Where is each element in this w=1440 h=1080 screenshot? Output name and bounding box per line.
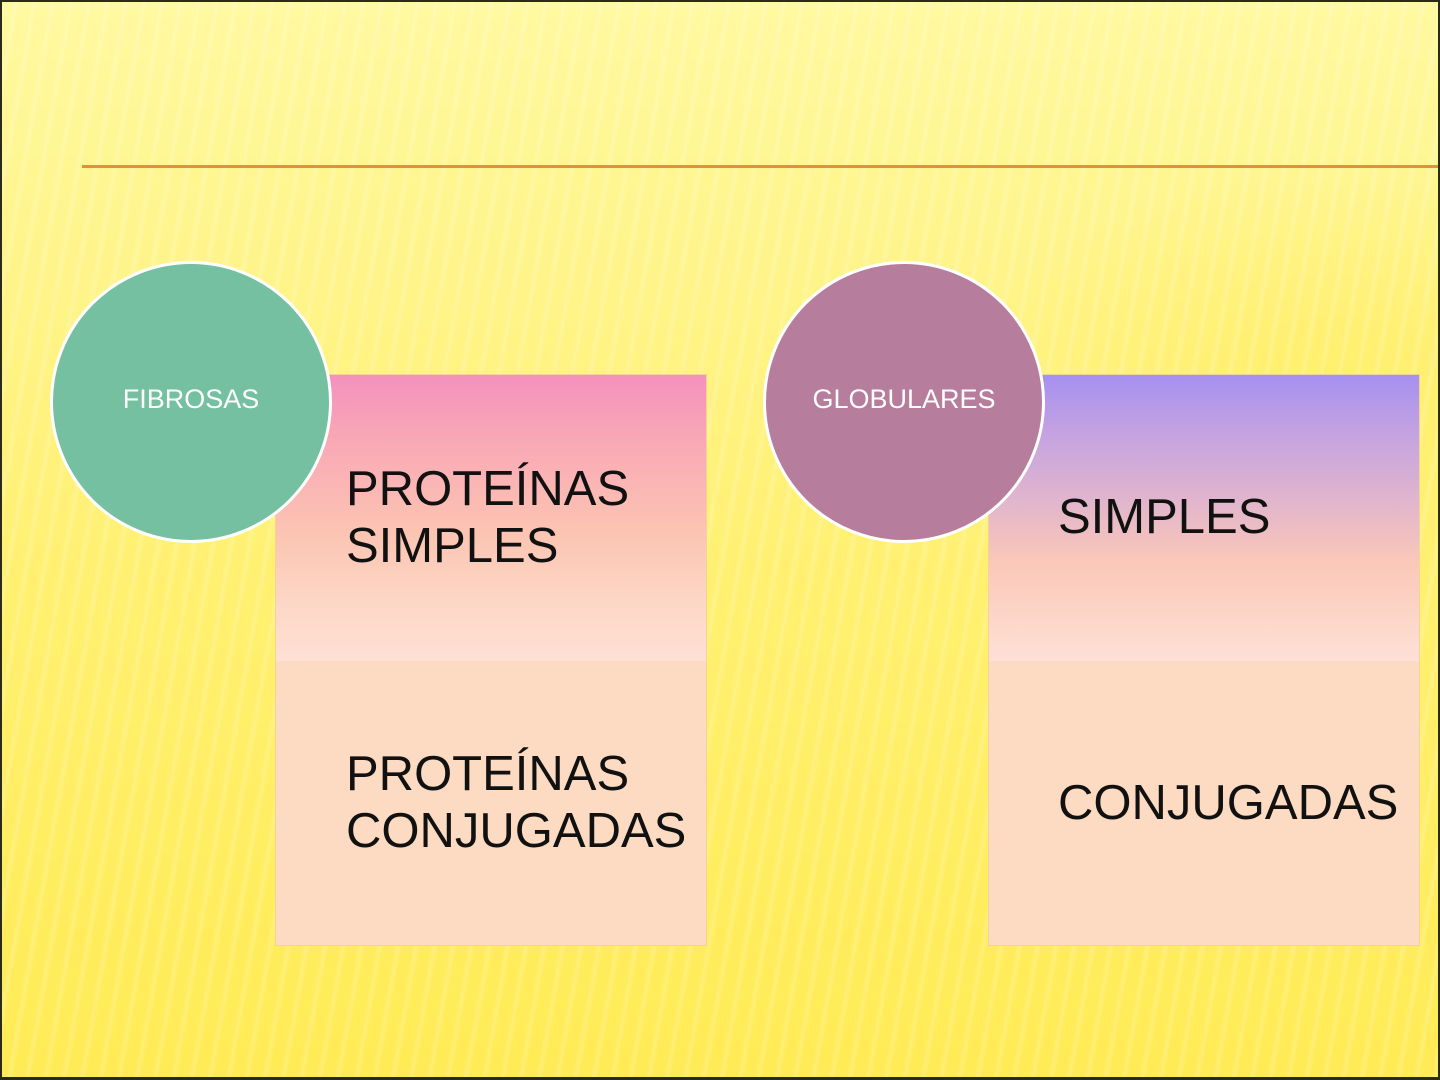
item-box-bottom-section — [276, 661, 706, 945]
item-text-conjugadas: CONJUGADAS — [1058, 776, 1399, 830]
category-label: FIBROSAS — [122, 383, 260, 414]
item-box-top-section — [276, 375, 706, 661]
item-box-bottom-section — [989, 661, 1419, 945]
item-box-globulares: SIMPLES CONJUGADAS — [988, 374, 1420, 946]
item-text-simple-proteins: PROTEÍNAS SIMPLES — [346, 462, 630, 573]
category-circle-fibrosas: FIBROSAS — [50, 261, 332, 543]
category-label: GLOBULARES — [812, 383, 996, 414]
item-text-conjugated-proteins: PROTEÍNAS CONJUGADAS — [346, 747, 687, 858]
item-box-top-section — [989, 375, 1419, 661]
category-circle-globulares: GLOBULARES — [763, 261, 1045, 543]
item-box-fibrosas: PROTEÍNAS SIMPLES PROTEÍNAS CONJUGADAS — [275, 374, 707, 946]
title-divider-line — [82, 165, 1438, 168]
item-text-simples: SIMPLES — [1058, 490, 1271, 544]
